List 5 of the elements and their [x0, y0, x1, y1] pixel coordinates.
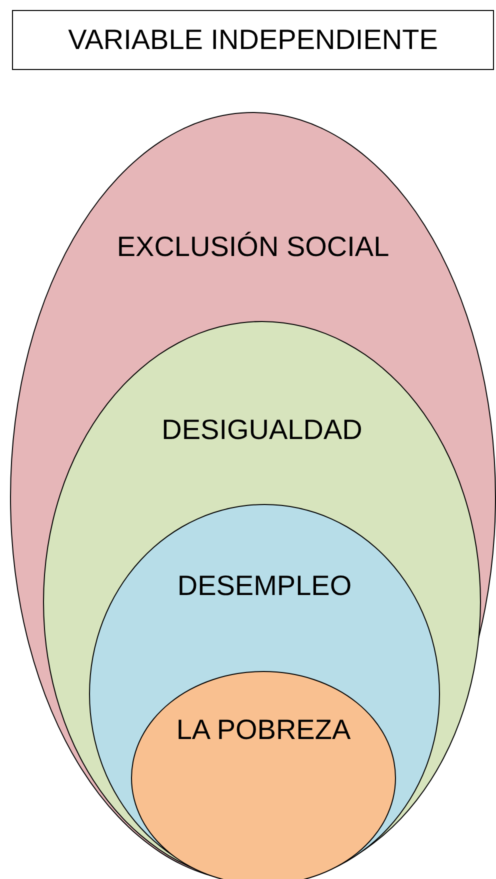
- ellipse-label: EXCLUSIÓN SOCIAL: [116, 230, 390, 264]
- text-box: VARIABLE INDEPENDIENTE: [12, 10, 494, 70]
- ellipse-label: DESIGUALDAD: [162, 413, 362, 447]
- ellipse-label: DESEMPLEO: [177, 569, 352, 603]
- ellipse-label: LA POBREZA: [176, 713, 351, 747]
